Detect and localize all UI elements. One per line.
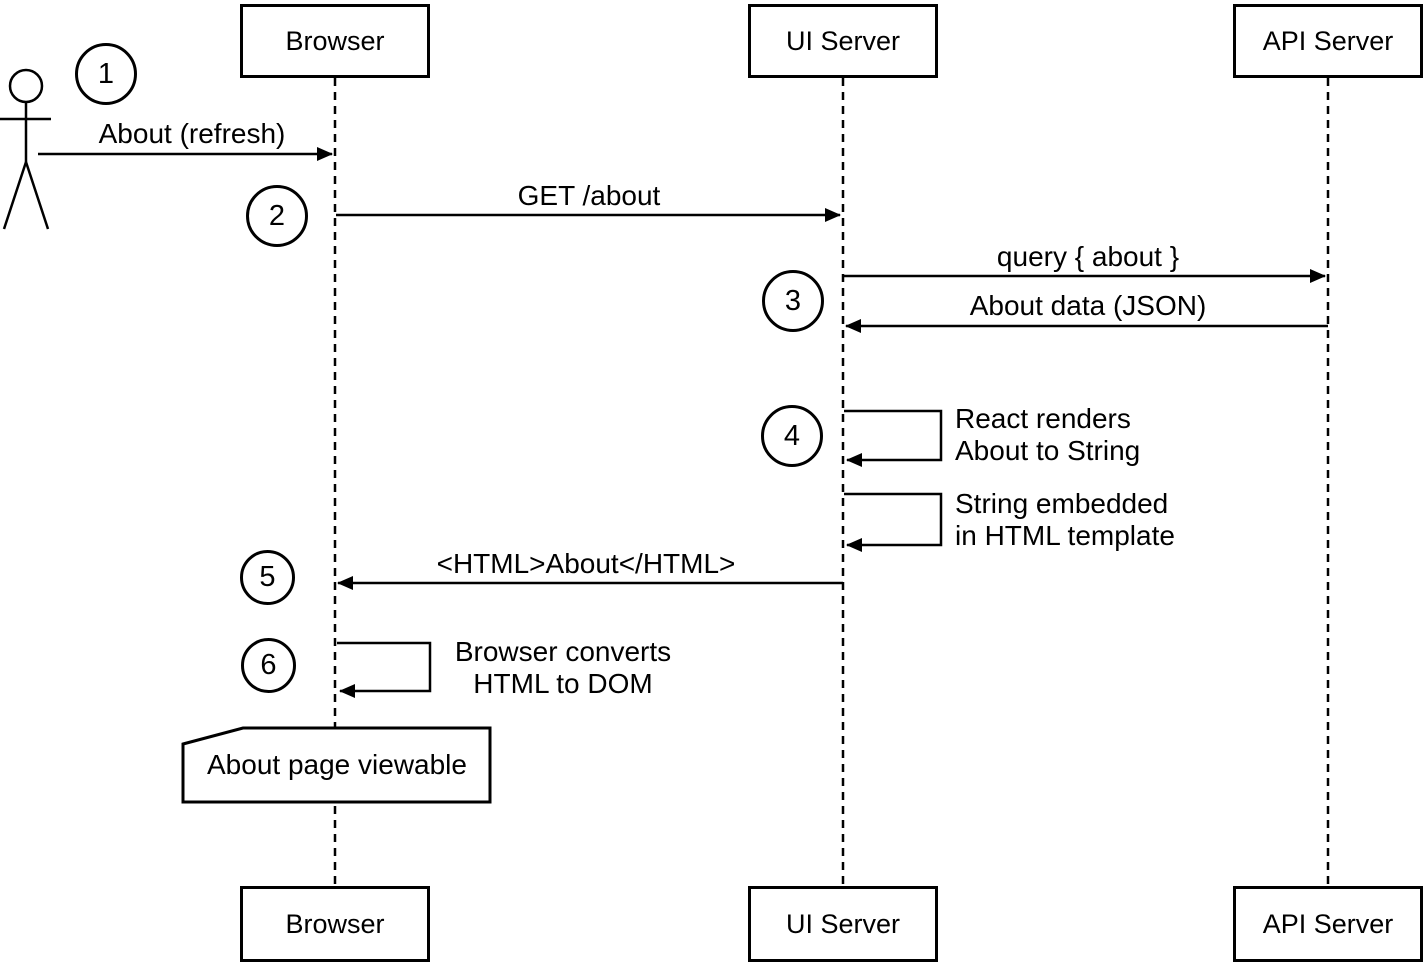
message-browser-converts: Browser converts HTML to DOM xyxy=(454,636,672,700)
step-circle-2: 2 xyxy=(246,185,308,247)
step-number: 6 xyxy=(260,649,277,681)
step-number: 4 xyxy=(783,419,801,452)
step-circle-4: 4 xyxy=(761,405,823,467)
participant-ui-server-bottom: UI Server xyxy=(748,886,938,962)
message-html-about: <HTML>About</HTML> xyxy=(436,548,736,579)
self-loop-string-embedded xyxy=(844,492,943,552)
message-get-about: GET /about xyxy=(517,180,661,211)
step-circle-3: 3 xyxy=(762,270,824,332)
actor-user-icon xyxy=(0,68,51,230)
participant-label: UI Server xyxy=(785,25,901,56)
actor-leg-right xyxy=(24,161,50,230)
participant-browser-top: Browser xyxy=(240,4,430,78)
participant-label: API Server xyxy=(1262,908,1394,939)
participant-api-server-bottom: API Server xyxy=(1233,886,1423,962)
step-circle-5: 5 xyxy=(240,550,295,605)
self-loop-react-renders xyxy=(844,409,943,467)
message-react-renders: React renders About to String xyxy=(955,403,1141,467)
self-loop-browser-converts xyxy=(337,641,432,698)
message-about-refresh: About (refresh) xyxy=(98,118,286,149)
participant-label: UI Server xyxy=(785,908,901,939)
step-number: 2 xyxy=(268,199,286,232)
step-number: 1 xyxy=(97,57,115,90)
step-number: 5 xyxy=(259,561,276,593)
message-string-embedded: String embedded in HTML template xyxy=(955,488,1175,552)
participant-browser-bottom: Browser xyxy=(240,886,430,962)
participant-label: Browser xyxy=(285,25,385,56)
note-shape xyxy=(181,726,492,804)
participant-ui-server-top: UI Server xyxy=(748,4,938,78)
step-circle-6: 6 xyxy=(241,638,296,693)
step-number: 3 xyxy=(784,284,802,317)
participant-label: API Server xyxy=(1262,25,1394,56)
participant-label: Browser xyxy=(285,908,385,939)
step-circle-1: 1 xyxy=(75,43,137,105)
participant-api-server-top: API Server xyxy=(1233,4,1423,78)
message-about-data-json: About data (JSON) xyxy=(969,290,1207,321)
note-about-page-viewable: About page viewable xyxy=(207,749,467,780)
message-query-about: query { about } xyxy=(996,241,1180,272)
actor-leg-left xyxy=(2,161,28,230)
actor-head xyxy=(8,68,44,104)
